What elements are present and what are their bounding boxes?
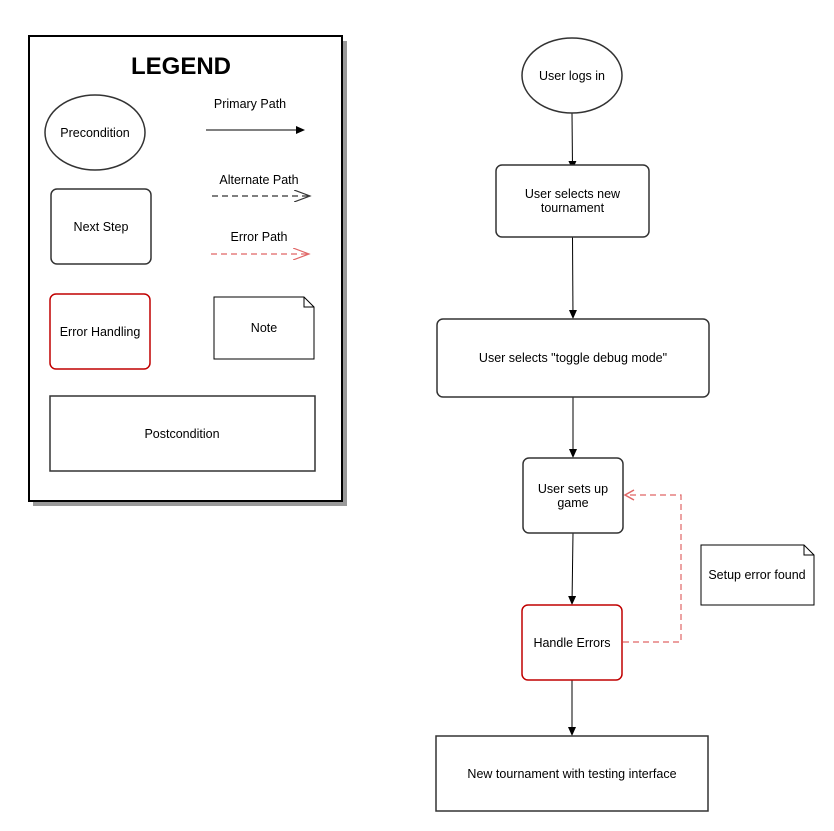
- legend-panel: LEGEND Precondition Next Step Error Hand…: [28, 35, 347, 506]
- node-setup-game-label-line1: User sets up: [538, 482, 608, 496]
- legend-note-label: Note: [251, 321, 277, 335]
- note-setup-error-fold: [803, 545, 814, 556]
- legend-title: LEGEND: [131, 53, 231, 80]
- error-path-connector: [623, 494, 682, 643]
- legend-precondition-shape: [44, 94, 146, 171]
- node-new-tournament-testing-label: New tournament with testing interface: [467, 767, 676, 781]
- connector-step1-to-step2: [568, 236, 577, 319]
- node-handle-errors: [521, 604, 623, 681]
- connector-step3-to-error: [568, 532, 577, 605]
- node-toggle-debug: [436, 318, 710, 398]
- legend-next-step-label: Next Step: [74, 220, 129, 234]
- flow-connectors: [568, 112, 682, 736]
- node-setup-game-label-line2: game: [557, 496, 588, 510]
- legend-postcondition-label: Postcondition: [144, 427, 219, 441]
- connector-login-to-step1: [568, 112, 577, 170]
- node-handle-errors-label: Handle Errors: [533, 636, 610, 650]
- node-toggle-debug-label: User selects "toggle debug mode": [479, 351, 667, 365]
- note-setup-error-label: Setup error found: [708, 568, 805, 582]
- node-select-tournament-label-line2: tournament: [541, 201, 605, 215]
- node-user-logs-in-label: User logs in: [539, 69, 605, 83]
- node-setup-game: [522, 457, 624, 534]
- node-new-tournament-testing: [435, 735, 709, 812]
- flow-nodes: User logs in User selects new tournament…: [435, 37, 815, 812]
- legend-alternate-path-label: Alternate Path: [219, 173, 298, 187]
- legend-error-path-label: Error Path: [231, 230, 288, 244]
- legend-error-handling-label: Error Handling: [60, 325, 141, 339]
- node-select-tournament: [495, 164, 650, 238]
- note-setup-error: [700, 544, 815, 606]
- legend-note-shape: [213, 296, 315, 360]
- legend-note-fold: [303, 297, 314, 308]
- error-path-arrowhead: [623, 489, 635, 501]
- node-select-tournament-label-line1: User selects new: [525, 187, 621, 201]
- node-user-logs-in: [521, 37, 623, 114]
- legend-primary-path-label: Primary Path: [214, 97, 286, 111]
- legend-postcondition-shape: [49, 395, 316, 472]
- legend-error-handling-shape: [49, 293, 151, 370]
- legend-next-step-shape: [50, 188, 152, 265]
- legend-precondition-label: Precondition: [60, 126, 130, 140]
